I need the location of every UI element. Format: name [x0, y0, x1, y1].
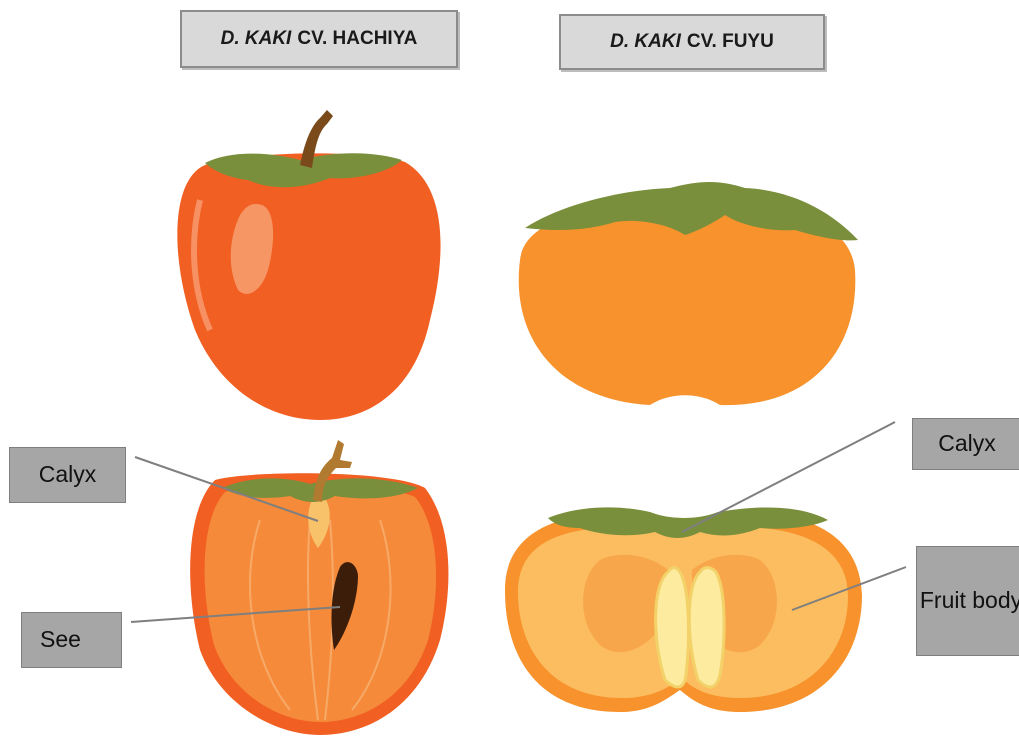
header-hachiya-cultivar: CV. HACHIYA [297, 28, 417, 50]
label-calyx-fuyu: Calyx [912, 418, 1019, 470]
fuyu-whole-fruit [519, 182, 858, 405]
header-hachiya: D. KAKI CV. HACHIYA [180, 10, 458, 68]
header-fuyu: D. KAKI CV. FUYU [559, 14, 825, 70]
fuyu-cut-fruit [505, 507, 862, 712]
header-fuyu-species: D. KAKI [610, 31, 681, 53]
label-calyx-hachiya: Calyx [9, 447, 126, 503]
header-hachiya-species: D. KAKI [221, 28, 292, 50]
header-fuyu-cultivar: CV. FUYU [687, 31, 774, 53]
label-fruit-body: Fruit body [916, 546, 1019, 656]
label-seed: See [21, 612, 122, 668]
hachiya-cut-fruit [190, 440, 448, 735]
hachiya-whole-fruit [177, 110, 440, 420]
